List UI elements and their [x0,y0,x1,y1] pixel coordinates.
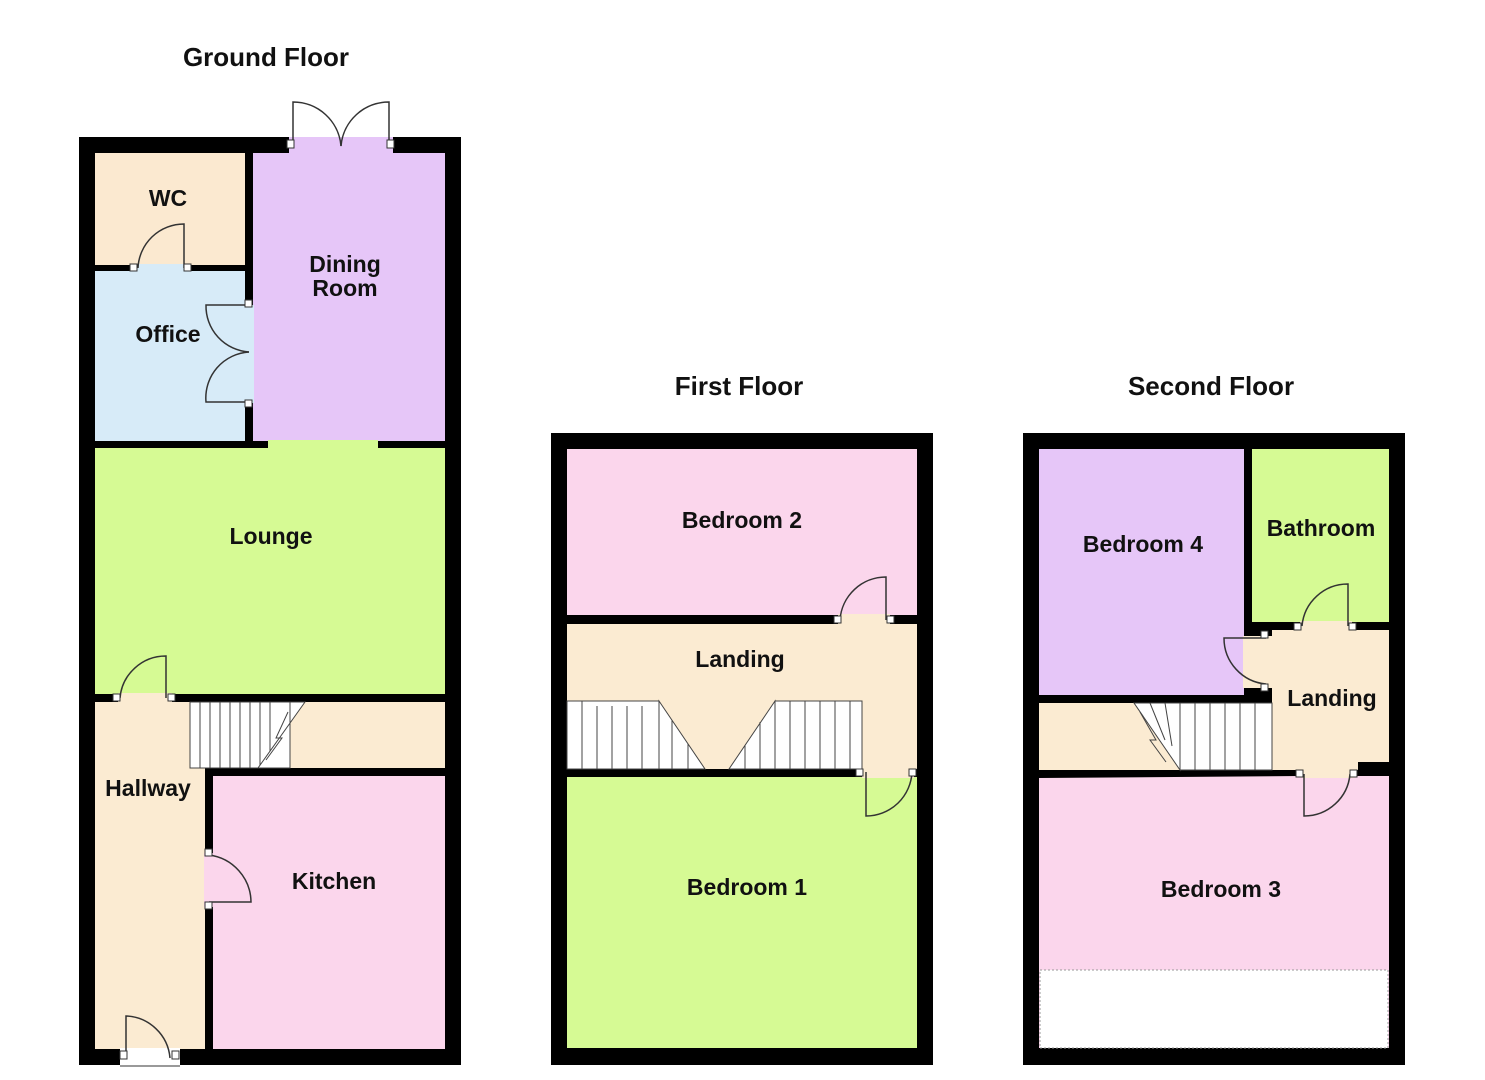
bedroom1-door-icon [855,768,917,817]
bedroom3-door-icon [1295,769,1358,817]
lounge-hallway-opening [118,693,172,703]
label-dining-room-line2: Room [312,275,377,301]
lounge-door-icon [112,655,176,702]
ground-floor: Ground Floor [79,42,461,1067]
label-lounge: Lounge [229,523,312,549]
second-floor: Second Floor [1023,371,1405,1065]
bedroom2-door-opening [838,614,890,625]
label-wc: WC [149,185,187,211]
room-bedroom-4 [1039,449,1244,695]
bedroom3-door-opening [1302,769,1354,778]
label-office: Office [135,321,200,347]
label-kitchen: Kitchen [292,868,376,894]
room-office [95,271,245,441]
second-floor-title: Second Floor [1128,371,1294,401]
label-bedroom-4: Bedroom 4 [1083,531,1203,557]
wc-door-opening [136,264,184,272]
label-bedroom-3: Bedroom 3 [1161,876,1281,902]
bathroom-door-icon [1293,583,1357,631]
room-bedroom-2 [567,449,917,615]
office-dining-opening [244,305,254,403]
first-floor-title: First Floor [675,371,804,401]
room-second-landing [1272,630,1389,770]
bedroom4-door-opening [1243,636,1273,688]
patio-door-icon [286,101,395,149]
label-second-landing: Landing [1287,685,1376,711]
bedroom4-door-icon [1223,630,1269,692]
landing-wall-stub [1358,762,1391,776]
room-kitchen [213,776,445,1049]
bedroom1-door-opening [862,768,914,778]
room-hallway [95,702,205,1049]
label-bedroom-2: Bedroom 2 [682,507,802,533]
office-dining-door-icon [205,299,253,408]
second-stairs [1133,702,1273,772]
bedroom2-door-icon [833,576,895,624]
label-bedroom-1: Bedroom 1 [687,874,807,900]
label-first-landing: Landing [695,646,784,672]
front-door-opening [120,1048,180,1066]
label-bathroom: Bathroom [1267,515,1376,541]
room-wc [95,153,245,265]
front-door-icon [119,1015,180,1067]
bedroom3-wall-slope [1039,770,1300,778]
wc-door-icon [129,223,192,272]
room-bedroom-1 [567,777,917,1048]
kitchen-hallway-opening [204,853,214,907]
label-hallway: Hallway [105,775,191,801]
bathroom-door-opening [1300,621,1352,631]
room-dining-room [253,153,445,441]
room-lounge [95,448,445,694]
ground-stairs [189,701,306,769]
first-floor: First Floor [551,371,933,1065]
label-dining-room-line1: Dining [309,251,381,277]
first-stairs [566,699,863,770]
dining-lounge-opening [268,440,378,449]
kitchen-door-icon [204,848,252,910]
ground-floor-title: Ground Floor [183,42,349,72]
bedroom3-unfloored-area [1039,969,1389,1049]
